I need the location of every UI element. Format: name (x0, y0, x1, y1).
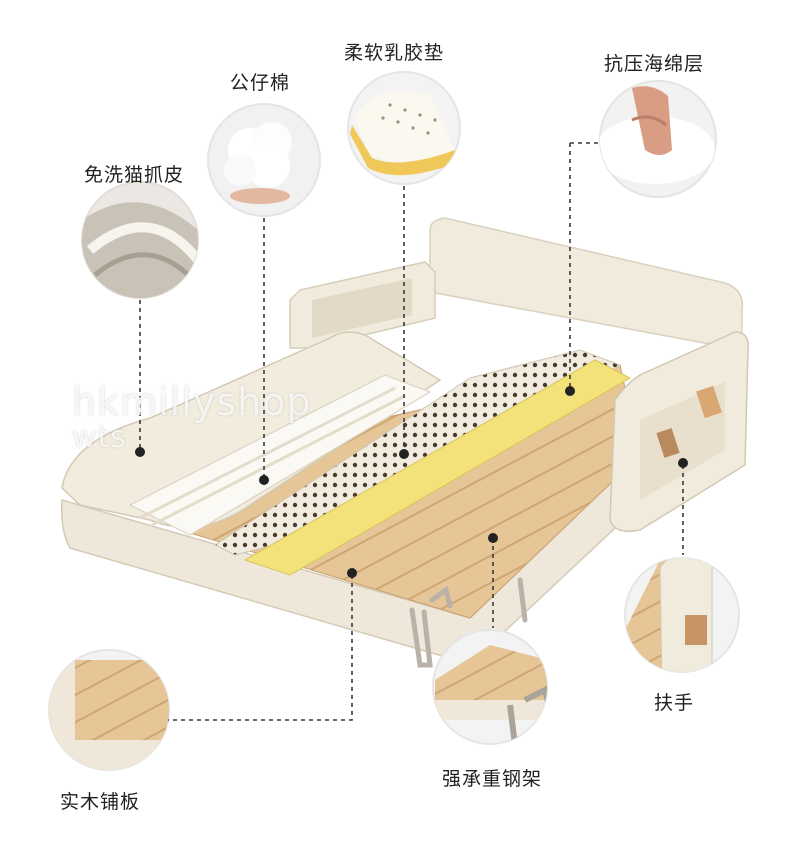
backrest (429, 217, 744, 351)
label-cat-scratch-fabric: 免洗猫抓皮 (84, 164, 185, 186)
label-latex-pad: 柔软乳胶垫 (344, 42, 445, 64)
leader-lines (139, 142, 684, 721)
steel-frame-callout (432, 629, 548, 745)
yellow-latex (243, 359, 632, 576)
label-armrest: 扶手 (654, 692, 695, 714)
fabric-callout (81, 181, 199, 299)
steel-legs (409, 577, 528, 668)
watermark-line2: wts (72, 420, 127, 455)
leader-dots (135, 386, 688, 578)
sofa-bed (60, 217, 749, 668)
sponge-callout (599, 80, 717, 198)
watermark-line1: hkmillyshop (72, 380, 312, 424)
armrest-callout (624, 557, 740, 673)
label-sponge-layer: 抗压海绵层 (604, 53, 705, 75)
label-wood-slats: 实木铺板 (60, 791, 141, 813)
cotton-callout (207, 103, 321, 217)
label-cotton: 公仔棉 (230, 72, 291, 94)
latex-perforated (213, 349, 622, 556)
foam-layer (128, 374, 432, 536)
label-steel-frame: 强承重钢架 (442, 768, 543, 790)
latex-callout (347, 71, 461, 185)
wood-callout (48, 649, 170, 771)
